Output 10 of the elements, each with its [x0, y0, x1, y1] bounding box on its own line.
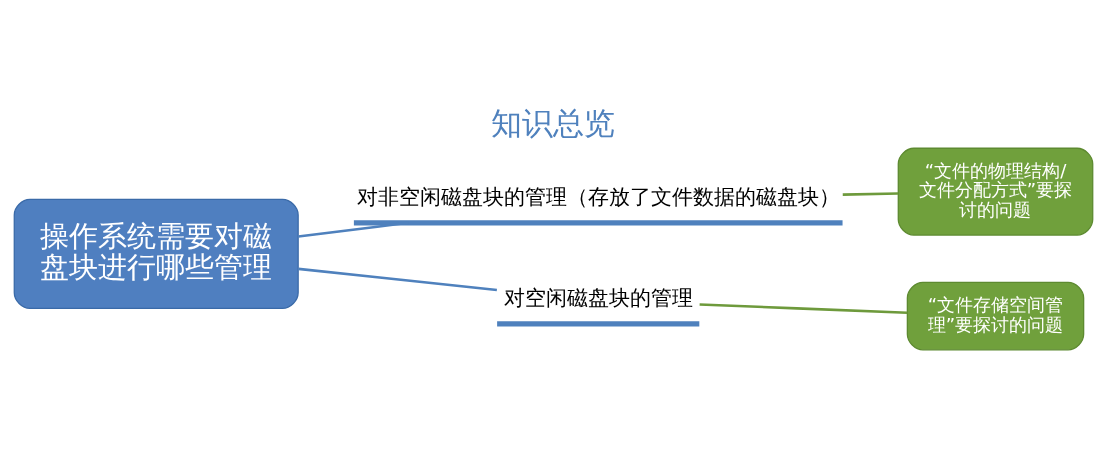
node-box: “文件的物理结构/文件分配方式”要探讨的问题	[897, 147, 1094, 236]
node-text: 对非空闲磁盘块的管理（存放了文件数据的磁盘块）	[356, 185, 840, 210]
node-box: 操作系统需要对磁盘块进行哪些管理	[13, 198, 299, 309]
node-text: 对空闲磁盘块的管理	[503, 286, 693, 311]
node-box: “文件存储空间管理”要探讨的问题	[906, 281, 1085, 351]
connector	[842, 192, 899, 196]
diagram-title: 知识总览	[491, 105, 616, 142]
connector	[699, 303, 908, 314]
connector	[298, 267, 497, 292]
connector	[298, 221, 409, 238]
